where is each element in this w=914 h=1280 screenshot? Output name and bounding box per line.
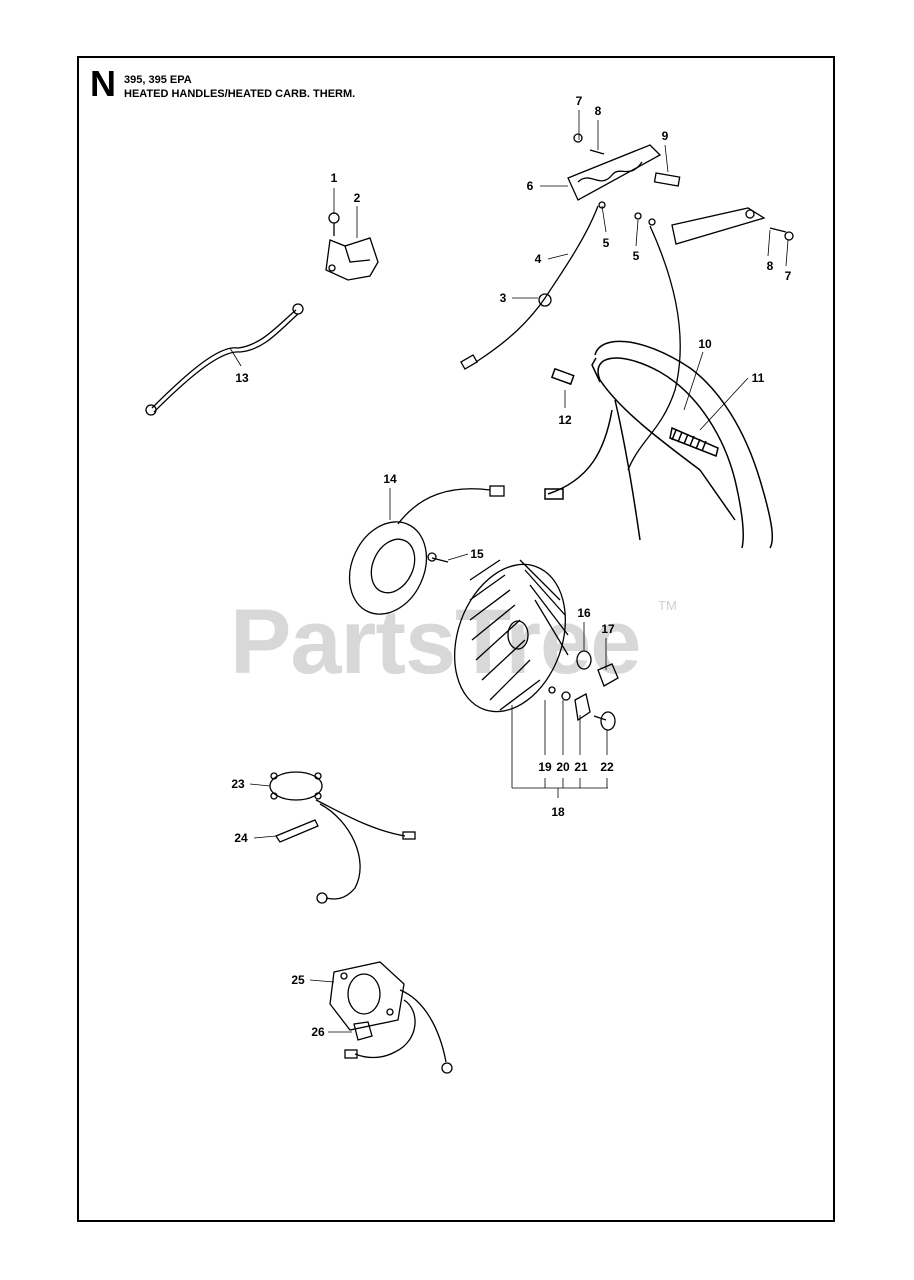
- generator-coil-part: [348, 485, 505, 615]
- heating-element-part: [567, 133, 794, 245]
- callout-2: 2: [353, 191, 361, 205]
- carb-bracket-part: [325, 212, 379, 281]
- ground-cable-part: [145, 303, 304, 416]
- callout-6: 6: [526, 179, 534, 193]
- callout-15: 15: [470, 547, 484, 561]
- diagram-frame: [77, 56, 835, 1222]
- callout-17: 17: [601, 622, 615, 636]
- callout-10: 10: [698, 337, 712, 351]
- callout-8a: 8: [594, 104, 602, 118]
- flywheel-part: [454, 559, 619, 731]
- carb-thermostat-part: [329, 961, 453, 1074]
- callout-3: 3: [499, 291, 507, 305]
- section-letter: N: [90, 63, 116, 104]
- watermark: PartsTree: [230, 591, 641, 693]
- callout-24: 24: [234, 831, 248, 845]
- handle-part: [544, 340, 774, 549]
- callout-13: 13: [235, 371, 249, 385]
- callout-4: 4: [534, 252, 542, 266]
- callout-26: 26: [311, 1025, 325, 1039]
- heating-cable-part: [460, 205, 681, 471]
- diagram-title: HEATED HANDLES/HEATED CARB. THERM.: [124, 88, 356, 100]
- callout-1: 1: [330, 171, 338, 185]
- model-numbers: 395, 395 EPA: [124, 74, 192, 86]
- leader-lines: [229, 110, 789, 1033]
- callout-5a: 5: [602, 236, 610, 250]
- thermostat-part: [269, 771, 416, 904]
- callout-5b: 5: [632, 249, 640, 263]
- callout-18: 18: [551, 805, 565, 819]
- callout-12: 12: [558, 413, 572, 427]
- callout-25: 25: [291, 973, 305, 987]
- callout-19: 19: [538, 760, 552, 774]
- callout-9: 9: [661, 129, 669, 143]
- callout-20: 20: [556, 760, 570, 774]
- callout-23: 23: [231, 777, 245, 791]
- callout-14: 14: [383, 472, 397, 486]
- callout-7a: 7: [575, 94, 583, 108]
- callout-21: 21: [574, 760, 588, 774]
- callout-16: 16: [577, 606, 591, 620]
- callout-7b: 7: [784, 269, 792, 283]
- watermark-trademark: TM: [658, 598, 677, 613]
- callout-8b: 8: [766, 259, 774, 273]
- callout-11: 11: [751, 371, 765, 385]
- callout-22: 22: [600, 760, 614, 774]
